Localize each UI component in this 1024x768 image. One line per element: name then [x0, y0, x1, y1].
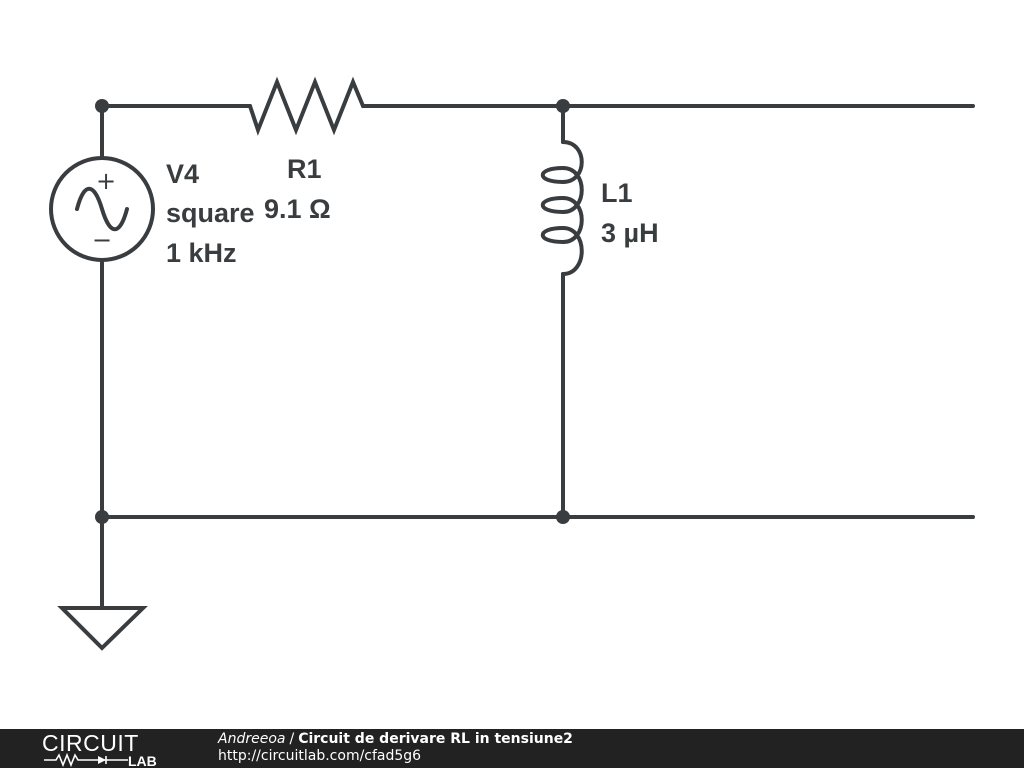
junction-top-middle: [556, 99, 570, 113]
ground-icon: [57, 606, 148, 651]
junction-top-left: [95, 99, 109, 113]
source-minus-sign: −: [92, 226, 112, 254]
logo-resistor-icon: [44, 752, 90, 768]
logo-circuit-text: CIRCUIT: [42, 730, 139, 756]
schematic-canvas: + − V4 square 1 kHz R1 9.1 Ω L1 3 µH: [49, 76, 975, 651]
footer-info: Andreeoa/Circuit de derivare RL in tensi…: [218, 731, 573, 765]
footer-separator: /: [289, 731, 295, 747]
junction-bottom-left: [95, 510, 109, 524]
circuit-url-link[interactable]: http://circuitlab.com/cfad5g6: [218, 748, 422, 764]
source-waveform-label: square: [166, 198, 255, 228]
footer-bar: CIRCUIT LAB Andreeoa/Circuit de derivare…: [0, 729, 1024, 768]
source-name-label: V4: [166, 159, 199, 189]
resistor-value-label: 9.1 Ω: [264, 194, 331, 224]
inductor-name-label: L1: [601, 178, 633, 208]
author-name[interactable]: Andreeoa: [218, 731, 286, 747]
junction-bottom-middle: [556, 510, 570, 524]
circuit-title[interactable]: Circuit de derivare RL in tensiune2: [298, 731, 573, 747]
logo-lab-text: LAB: [128, 753, 157, 768]
resistor-r1-symbol: [248, 76, 365, 136]
inductor-value-label: 3 µH: [601, 218, 659, 248]
sine-wave-icon: [75, 186, 129, 231]
inductor-l1-symbol: [540, 140, 584, 276]
circuitlab-logo[interactable]: CIRCUIT LAB: [42, 729, 182, 768]
source-plus-sign: +: [96, 167, 116, 195]
source-frequency-label: 1 kHz: [166, 238, 237, 268]
resistor-name-label: R1: [287, 154, 322, 184]
